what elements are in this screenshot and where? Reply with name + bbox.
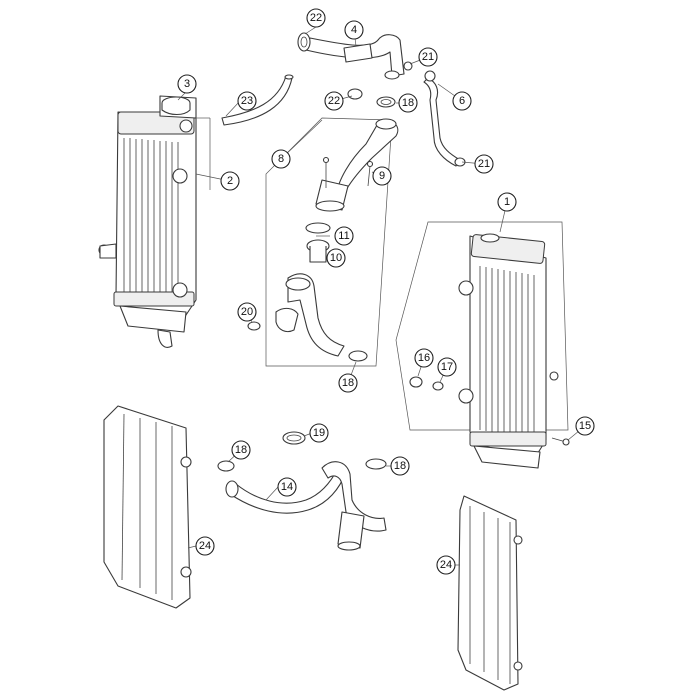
svg-text:24: 24	[440, 559, 452, 571]
callout-14: 14	[277, 477, 297, 497]
callout-18-lower-left: 18	[231, 440, 251, 460]
svg-text:1: 1	[504, 196, 510, 208]
thermostat-housing-upper	[315, 118, 399, 212]
callout-3: 3	[177, 74, 197, 94]
svg-text:22: 22	[328, 95, 340, 107]
svg-text:20: 20	[241, 306, 253, 318]
hose-clamp-19	[282, 431, 306, 445]
bleed-hose	[423, 70, 466, 167]
svg-text:18: 18	[342, 377, 354, 389]
svg-text:23: 23	[241, 95, 253, 107]
hose-clamp-upper	[297, 32, 311, 52]
callout-18-lower-right: 18	[390, 456, 410, 476]
svg-text:18: 18	[394, 460, 406, 472]
svg-text:15: 15	[579, 420, 591, 432]
radiator-cap	[161, 96, 191, 116]
callout-22-upper: 22	[306, 8, 326, 28]
callout-18-top: 18	[398, 93, 418, 113]
thermostat-o-ring	[305, 222, 331, 234]
callout-9: 9	[372, 166, 392, 186]
svg-text:10: 10	[330, 252, 342, 264]
upper-hose	[305, 34, 413, 80]
callout-19: 19	[309, 423, 329, 443]
svg-text:9: 9	[379, 170, 385, 182]
svg-text:18: 18	[402, 97, 414, 109]
right-radiator-guard	[457, 495, 523, 691]
left-radiator-guard	[103, 405, 192, 609]
left-radiator	[98, 95, 197, 348]
bushing-17	[432, 381, 444, 391]
hose-clamp-20	[247, 321, 261, 331]
callout-18-mid: 18	[338, 373, 358, 393]
svg-text:11: 11	[338, 230, 349, 242]
thermostat	[306, 239, 330, 263]
screw-15	[551, 437, 570, 446]
lower-hose	[225, 461, 387, 551]
svg-text:18: 18	[235, 444, 247, 456]
callout-4: 4	[344, 20, 364, 40]
hose-clamp-top	[376, 96, 396, 108]
callout-1: 1	[497, 192, 517, 212]
callout-8: 8	[271, 149, 291, 169]
svg-text:14: 14	[281, 481, 293, 493]
callout-23: 23	[237, 91, 257, 111]
grommet-16	[409, 376, 423, 388]
hose-clamp-lower-right	[365, 458, 387, 470]
svg-text:22: 22	[310, 12, 322, 24]
callout-22-lower: 22	[324, 91, 344, 111]
callout-10: 10	[326, 248, 346, 268]
callout-11: 11	[334, 226, 354, 246]
thermostat-housing-lower	[275, 273, 345, 357]
callout-17: 17	[437, 357, 457, 377]
right-radiator	[458, 233, 559, 469]
callout-15: 15	[575, 416, 595, 436]
hose-clamp-mid	[348, 350, 368, 362]
svg-text:6: 6	[459, 95, 465, 107]
svg-text:2: 2	[227, 175, 233, 187]
svg-text:21: 21	[422, 51, 434, 63]
callout-21-lower: 21	[474, 154, 494, 174]
hose-clamp-lower-left	[217, 460, 235, 472]
svg-text:8: 8	[278, 153, 284, 165]
callout-24-right: 24	[436, 555, 456, 575]
svg-text:16: 16	[418, 352, 430, 364]
callout-16: 16	[414, 348, 434, 368]
svg-text:24: 24	[199, 540, 211, 552]
callout-6: 6	[452, 91, 472, 111]
svg-text:21: 21	[478, 158, 490, 170]
hose-clamp-lower	[347, 88, 363, 100]
overflow-hose	[221, 74, 294, 126]
svg-text:3: 3	[184, 78, 190, 90]
svg-text:4: 4	[351, 24, 357, 36]
callout-24-left: 24	[195, 536, 215, 556]
callout-21-upper: 21	[418, 47, 438, 67]
svg-text:17: 17	[441, 361, 453, 373]
callout-20: 20	[237, 302, 257, 322]
callout-2: 2	[220, 171, 240, 191]
thermostat-screws	[322, 156, 374, 188]
svg-text:19: 19	[313, 427, 325, 439]
